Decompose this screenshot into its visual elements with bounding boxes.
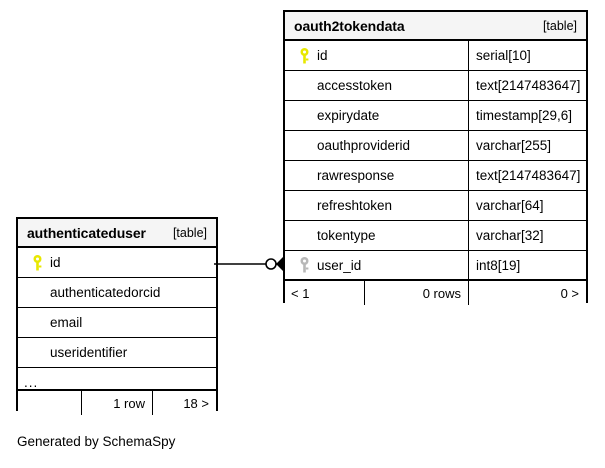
- table-header-authenticateduser[interactable]: authenticateduser [table]: [18, 219, 216, 248]
- column-type: serial[10]: [476, 48, 531, 63]
- row-count-label: 1 row: [82, 391, 153, 415]
- column-name: user_id: [317, 257, 362, 273]
- table-footer-oauth2tokendata[interactable]: < 1 0 rows 0 >: [285, 281, 586, 305]
- column-name-cell: accesstoken: [285, 71, 469, 100]
- column-type: timestamp[29,6]: [476, 108, 573, 123]
- next-page-button[interactable]: 0 >: [560, 285, 579, 301]
- table-row[interactable]: id serial[10]: [285, 41, 586, 71]
- column-type: text[2147483647]: [476, 78, 581, 93]
- table-row[interactable]: oauthproviderid varchar[255]: [285, 131, 586, 161]
- foreign-key-icon: [293, 257, 315, 273]
- table-row[interactable]: user_id int8[19]: [285, 251, 586, 281]
- column-name: id: [50, 255, 61, 270]
- table-row[interactable]: accesstoken text[2147483647]: [285, 71, 586, 101]
- more-columns-indicator: ...: [18, 368, 216, 391]
- column-name: oauthproviderid: [317, 138, 411, 153]
- column-name: authenticatedorcid: [50, 285, 161, 300]
- table-authenticateduser[interactable]: authenticateduser [table] id: [16, 217, 218, 415]
- table-type-tag: [table]: [542, 18, 577, 33]
- table-oauth2tokendata[interactable]: oauth2tokendata [table] id serial[10]: [283, 10, 588, 305]
- column-name: accesstoken: [317, 78, 393, 93]
- relationship-connector-authenticateduser-to-oauth2tokendata[interactable]: [214, 248, 288, 280]
- table-title: authenticateduser: [27, 224, 146, 241]
- column-name: rawresponse: [317, 168, 395, 183]
- table-row[interactable]: refreshtoken varchar[64]: [285, 191, 586, 221]
- column-type: text[2147483647]: [476, 168, 581, 183]
- prev-page-button[interactable]: < 1: [285, 281, 365, 305]
- table-title: oauth2tokendata: [294, 17, 405, 34]
- table-row[interactable]: rawresponse text[2147483647]: [285, 161, 586, 191]
- column-type: int8[19]: [476, 257, 521, 273]
- primary-key-icon: [26, 254, 48, 271]
- table-row[interactable]: authenticatedorcid: [18, 278, 216, 308]
- table-type-tag: [table]: [172, 225, 207, 240]
- column-name-cell: tokentype: [285, 221, 469, 250]
- column-name-cell: useridentifier: [18, 338, 216, 367]
- diagram-caption: Generated by SchemaSpy: [17, 434, 176, 449]
- column-name: refreshtoken: [317, 198, 393, 213]
- column-name-cell: authenticatedorcid: [18, 278, 216, 307]
- column-name-cell: id: [285, 41, 469, 70]
- column-name-cell: rawresponse: [285, 161, 469, 190]
- column-name-cell: expirydate: [285, 101, 469, 130]
- column-name: expirydate: [317, 108, 380, 123]
- row-count-label: 0 rows: [365, 281, 469, 305]
- column-name-cell: refreshtoken: [285, 191, 469, 220]
- table-row[interactable]: useridentifier: [18, 338, 216, 368]
- primary-key-icon: [293, 47, 315, 64]
- table-row[interactable]: email: [18, 308, 216, 338]
- column-name-cell: user_id: [285, 251, 469, 279]
- table-header-oauth2tokendata[interactable]: oauth2tokendata [table]: [285, 12, 586, 41]
- column-name: email: [50, 315, 83, 330]
- table-row[interactable]: id: [18, 248, 216, 278]
- column-name-cell: oauthproviderid: [285, 131, 469, 160]
- column-name-cell: id: [18, 248, 216, 277]
- table-row[interactable]: tokentype varchar[32]: [285, 221, 586, 251]
- column-name: tokentype: [317, 228, 376, 243]
- next-page-button[interactable]: 18 >: [183, 395, 209, 411]
- column-type: varchar[255]: [476, 138, 552, 153]
- column-name-cell: email: [18, 308, 216, 337]
- column-type: varchar[32]: [476, 228, 544, 243]
- column-name: useridentifier: [50, 345, 128, 360]
- prev-page-button[interactable]: [18, 391, 82, 415]
- table-row[interactable]: expirydate timestamp[29,6]: [285, 101, 586, 131]
- column-name: id: [317, 48, 328, 63]
- column-type: varchar[64]: [476, 198, 544, 213]
- table-footer-authenticateduser[interactable]: 1 row 18 >: [18, 391, 216, 415]
